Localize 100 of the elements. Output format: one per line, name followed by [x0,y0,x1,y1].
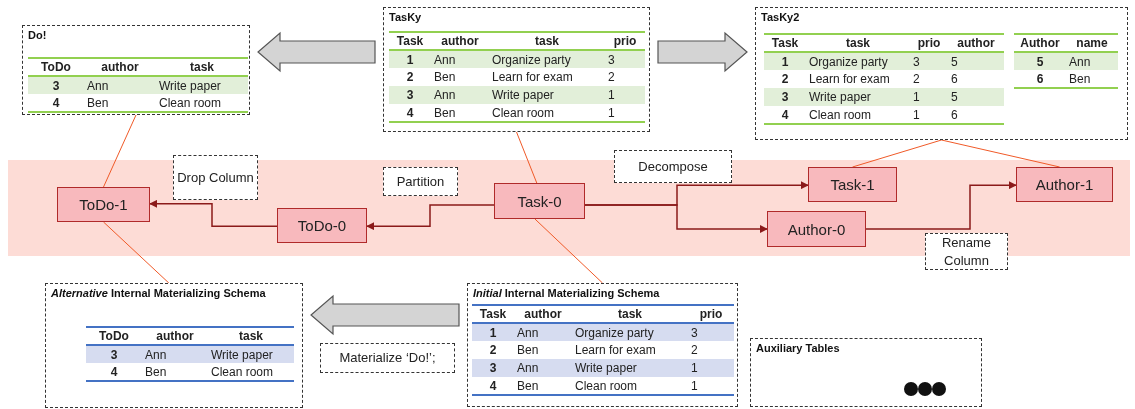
process-box [1016,167,1113,202]
column-header: author [431,32,489,50]
table-value: Clean room [208,363,294,381]
table-value: 4 [389,104,431,122]
table-value: Clean room [806,106,910,124]
table-value: Ben [142,363,208,381]
connector-line [534,218,603,284]
table-value: Ann [1066,52,1118,70]
column-header: ToDo [86,327,142,345]
column-header: task [572,305,688,323]
table-value: Ben [431,104,489,122]
column-header: task [489,32,605,50]
block-arrow [310,294,460,336]
table-value: Write paper [489,86,605,104]
node-label: Task-1 [830,176,875,193]
process-box [57,187,150,222]
block-arrow [257,31,376,73]
table-value: 6 [1014,70,1066,88]
table-value: Ben [514,341,572,359]
arrow [366,204,495,231]
table-value: Write paper [156,76,248,94]
table-value: 3 [688,323,734,341]
table-value: 1 [605,86,645,104]
column-header: author [948,34,1004,52]
table-value: 4 [86,363,142,381]
table-value: 3 [764,88,806,106]
table-value: Ann [514,323,572,341]
table-value: Write paper [572,359,688,377]
table-panel [755,7,1128,140]
table-value: 4 [764,106,806,124]
panel-title: TasKy [389,11,422,23]
table-panel [22,25,250,115]
arrow [149,199,278,227]
table-value: 1 [688,377,734,395]
table-value: 1 [472,323,514,341]
table-value: 5 [948,88,1004,106]
table-value: Ann [431,50,489,68]
table-value: 2 [910,70,948,88]
table-value: 6 [948,106,1004,124]
table-panel [383,7,650,132]
column-header: prio [910,34,948,52]
table-value: 1 [910,88,948,106]
table-value: 3 [86,345,142,363]
column-header: ToDo [28,58,84,76]
connector-line [852,139,942,168]
panel-title: Alternative Internal Materializing Schema [51,287,266,299]
table-value: 2 [764,70,806,88]
table-value: 3 [472,359,514,377]
edge-label: Decompose [614,150,732,183]
table-panel [45,283,303,408]
table-value: 1 [764,52,806,70]
column-header: task [806,34,910,52]
table-value: Ben [431,68,489,86]
node-label: Task-0 [517,192,562,210]
table-value: 1 [910,106,948,124]
table-value: 6 [948,70,1004,88]
table-value: 5 [948,52,1004,70]
column-header: prio [688,305,734,323]
table-value: 4 [472,377,514,395]
process-box [494,183,585,219]
table-value: Write paper [208,345,294,363]
table-value: Ann [514,359,572,377]
node-label: Author-1 [1035,176,1094,193]
table-value: 5 [1014,52,1066,70]
panel-title: Initial Internal Materializing Schema [473,287,660,299]
table-value: Ben [1066,70,1118,88]
column-header: author [142,327,208,345]
block-arrow [657,31,748,73]
node-label: Author-0 [787,220,846,238]
table-value: Clean room [489,104,605,122]
table-panel [467,283,738,407]
table-value: 2 [605,68,645,86]
table-value: Write paper [806,88,910,106]
column-header: Task [389,32,431,50]
table-value: Learn for exam [806,70,910,88]
column-header: name [1066,34,1118,52]
edge-label: Rename Column [925,233,1008,270]
column-header: author [514,305,572,323]
table-value: Organize party [489,50,605,68]
panel-title: Auxiliary Tables [756,342,840,354]
table-value: Clean room [156,94,248,112]
panel-title: TasKy2 [761,11,800,23]
table-value: 3 [28,76,84,94]
node-label: ToDo-1 [79,196,128,213]
table-value: 3 [605,50,645,68]
process-box [808,167,897,202]
column-header: task [208,327,294,345]
table-value: Learn for exam [489,68,605,86]
connector-line [103,114,137,188]
table-value: 2 [688,341,734,359]
connector-line [516,131,538,184]
table-value: Learn for exam [572,341,688,359]
table-value: Organize party [572,323,688,341]
table-value: 2 [472,341,514,359]
column-header: Task [472,305,514,323]
table-value: Clean room [572,377,688,395]
table-value: 1 [688,359,734,377]
edge-label: Materialize ‘Do!’; [320,343,455,373]
process-box [767,211,866,247]
table-value: Ann [84,76,156,94]
